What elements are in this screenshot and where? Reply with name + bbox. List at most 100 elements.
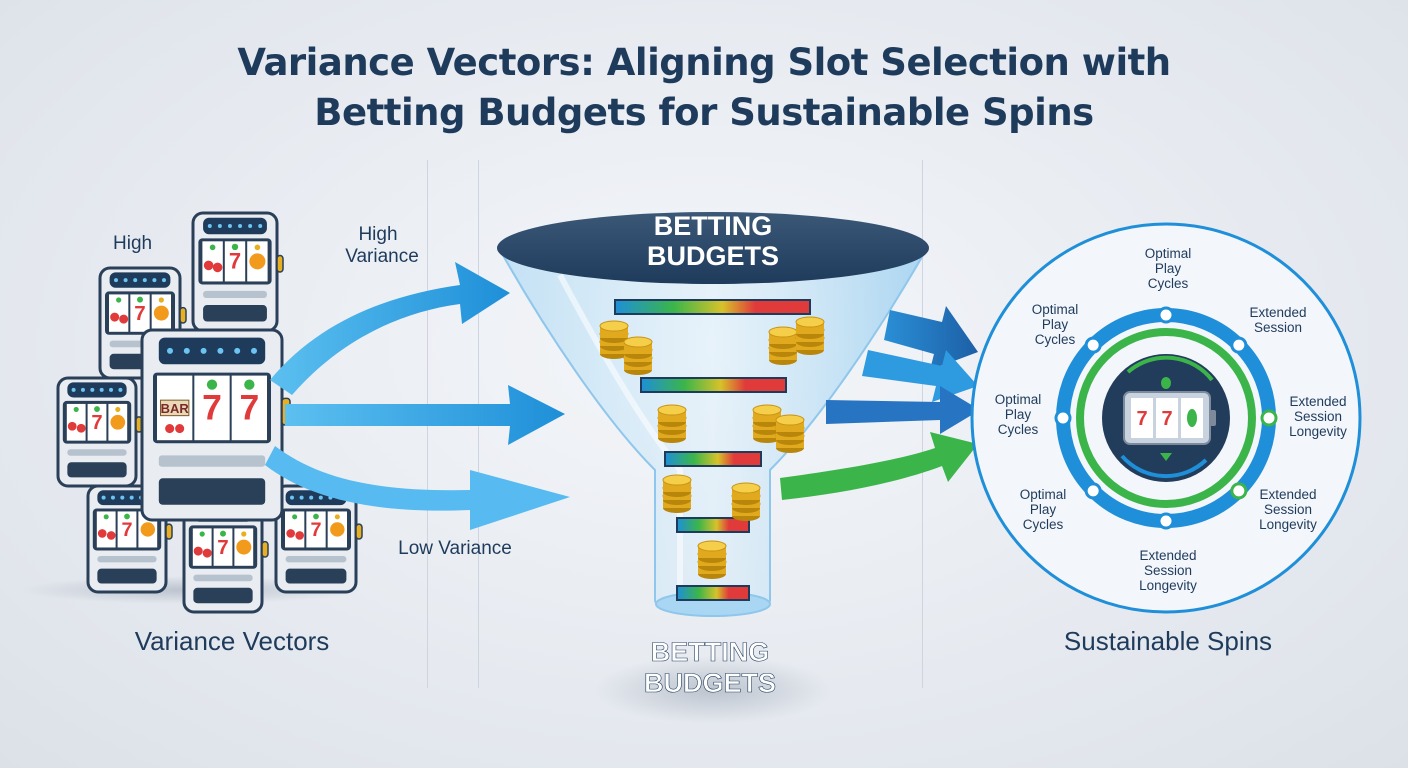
topper-light [142, 278, 147, 283]
funnel-top-rim [497, 212, 929, 284]
node-label-line: Longevity [1139, 578, 1197, 593]
fruit-symbol [124, 513, 130, 520]
center-arc-blue [1120, 454, 1208, 479]
variance-arrows [265, 262, 570, 530]
slot-lever [165, 523, 173, 540]
fruit-symbol [73, 406, 79, 412]
seven-symbol: 7 [91, 412, 102, 434]
budget-meter [676, 517, 750, 533]
sustainable-spins-wheel: 7 7 [970, 222, 1362, 614]
topper-light [162, 278, 166, 283]
orange-symbol [110, 414, 126, 430]
cherry-symbol [119, 314, 129, 324]
output-arrow-3 [826, 386, 980, 434]
node-label-line: Cycles [998, 422, 1039, 437]
slot-buttons [193, 574, 253, 582]
seven-symbol: 7 [229, 249, 241, 274]
topper-light [234, 347, 241, 354]
cherry-symbol [202, 548, 212, 558]
fruit-symbol [220, 530, 226, 537]
wheel-node [1230, 482, 1248, 500]
cherry-symbol [76, 423, 86, 433]
funnel-bottom-label-2: BUDGETS [644, 668, 776, 698]
node-label-line: Session [1264, 502, 1312, 517]
output-arrows [780, 306, 980, 500]
topper-light [123, 278, 128, 283]
fruit-symbol [116, 297, 122, 303]
topper-light [258, 223, 263, 228]
slot-lever [261, 540, 269, 558]
node-label-line: Cycles [1035, 332, 1076, 347]
wheel-node [1230, 336, 1248, 354]
reel [117, 511, 137, 548]
topper-light [217, 347, 224, 354]
bar-symbol [159, 399, 190, 417]
node-label-bottom: Extended Session Longevity [1139, 548, 1197, 593]
fruit-symbol [115, 406, 121, 412]
node-label-top-right: Extended Session [1249, 305, 1306, 335]
fruit-symbol [313, 513, 319, 520]
seven-symbol: 7 [310, 519, 321, 541]
divider-line [922, 160, 923, 688]
title-line-2: Betting Budgets for Sustainable Spins [314, 91, 1094, 134]
cherry-symbol [67, 421, 77, 431]
slot-buttons [67, 449, 127, 456]
slot-topper [158, 337, 266, 365]
slot-buttons [285, 555, 347, 563]
svg-text:7: 7 [1161, 408, 1172, 430]
cherry-symbol [106, 531, 116, 540]
node-label-line: Session [1254, 320, 1302, 335]
cherry-symbol [295, 531, 304, 540]
topper-light [101, 495, 106, 500]
cherry-symbol [175, 424, 185, 434]
reel [130, 294, 150, 332]
coin-stack [600, 321, 628, 359]
cherry-symbol [193, 546, 203, 556]
funnel-top-label-1: BETTING [654, 211, 773, 241]
budget-meter [664, 451, 762, 467]
reel [213, 528, 233, 566]
slot-topper [109, 272, 171, 288]
cherry-symbol [286, 529, 295, 538]
node-label-line: Optimal [1020, 487, 1067, 502]
bar-symbol-text: BAR [161, 401, 190, 416]
node-label-line: Cycles [1023, 517, 1064, 532]
reel [306, 511, 326, 548]
slot-buttons [158, 455, 266, 467]
node-label-top: Optimal Play Cycles [1145, 246, 1192, 291]
node-label-line: Optimal [1145, 246, 1192, 261]
fruit-symbol [244, 379, 255, 390]
fruit-symbol [199, 531, 205, 537]
topper-light [238, 223, 243, 228]
topper-light [118, 387, 123, 392]
topper-light [251, 347, 257, 354]
page-title: Variance Vectors: Aligning Slot Selectio… [0, 38, 1408, 138]
node-label-line: Play [1030, 502, 1057, 517]
topper-light [183, 347, 190, 354]
cherry-symbol [165, 424, 175, 434]
cherry-symbol [203, 260, 214, 271]
coin-stack [663, 475, 691, 513]
wheel-node [1260, 409, 1278, 427]
seven-symbol: 7 [121, 519, 132, 541]
node-label-line: Play [1155, 261, 1182, 276]
coin-stack [769, 327, 797, 365]
node-label-line: Optimal [995, 392, 1042, 407]
budget-meter [676, 585, 750, 601]
node-label-bottom-left: Optimal Play Cycles [1020, 487, 1067, 532]
node-label-line: Play [1005, 407, 1032, 422]
slot-machine: 7 [191, 211, 284, 333]
node-label-line: Extended [1249, 305, 1306, 320]
funnel-shadow [593, 656, 833, 724]
fruit-symbol [334, 514, 340, 520]
reel [224, 241, 246, 282]
topper-light [217, 223, 222, 228]
node-label-bottom-right: Extended Session Longevity [1259, 487, 1317, 532]
node-label-top-left: Optimal Play Cycles [1032, 302, 1079, 347]
label-low-variance: Low Variance [398, 538, 512, 559]
coin-stack [732, 483, 760, 521]
orange-symbol [249, 253, 266, 270]
slot-buttons [97, 555, 157, 563]
wheel-node [1157, 306, 1175, 324]
